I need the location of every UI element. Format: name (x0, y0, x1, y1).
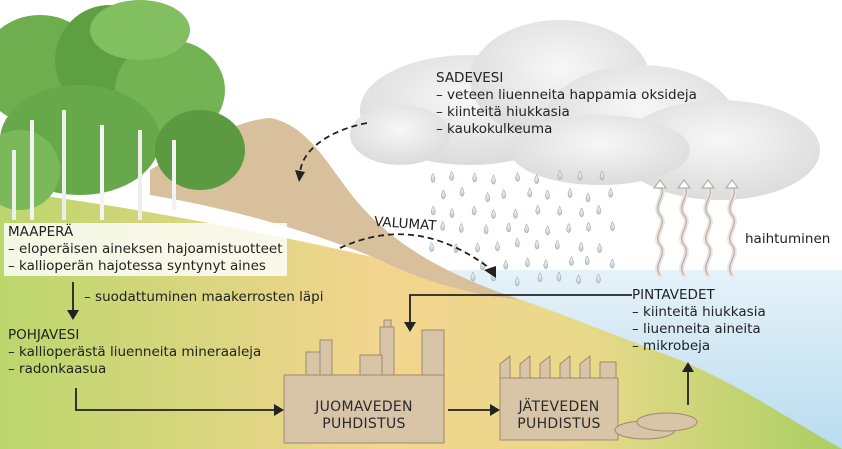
rain-drop (557, 169, 563, 180)
sadevesi-item: – kaukokulkeuma (436, 121, 553, 137)
arrow-pintavedet-juomavesi (409, 294, 632, 325)
rain-drop (569, 255, 574, 266)
rain-drop (524, 223, 529, 234)
rain-drop (471, 205, 477, 216)
rain-drop (514, 276, 520, 287)
rain-drop (577, 170, 583, 181)
rain-drop (556, 271, 562, 282)
maapera-item: – kallioperän hajotessa syntynyt aines (8, 258, 266, 274)
sadevesi-item: – kiinteitä hiukkasia (436, 104, 570, 120)
rain-drop (430, 172, 436, 183)
rain-drop (458, 222, 464, 233)
rain-drop (567, 188, 573, 199)
rain-drop (483, 224, 489, 235)
pintavedet-item: – liuenneita aineita (632, 321, 761, 337)
juomavesi-line1: JUOMAVEDEN (315, 399, 413, 415)
evaporation-wave-outlines (652, 179, 740, 276)
sadevesi-item: – veteen liuenneita happamia oksideja (436, 87, 697, 103)
jatevesi-line1: JÄTEVEDEN (518, 399, 600, 415)
pintavedet-item: – mikrobeja (632, 338, 711, 354)
rain-drop (609, 258, 615, 269)
rain-cloud (350, 20, 820, 200)
rain-drop (449, 170, 454, 181)
rain-drop (495, 241, 500, 252)
jatevesi-line2: PUHDISTUS (517, 416, 601, 432)
maapera-item: – eloperäisen aineksen hajoamistuotteet (8, 241, 283, 257)
flow-arrows (72, 122, 689, 411)
rain-drop (585, 192, 591, 203)
rain-drop (501, 189, 507, 200)
rain-drop (554, 239, 560, 250)
rain-drop (525, 257, 530, 268)
rain-drop (515, 237, 520, 248)
rain-drop (534, 174, 540, 185)
rain-drop (503, 259, 509, 270)
rain-drop (597, 243, 602, 254)
label-jateveden-puhdistus: JÄTEVEDEN PUHDISTUS (500, 399, 618, 433)
rain-drop (506, 222, 512, 233)
drinking-water-plant (283, 319, 445, 444)
label-sadevesi: SADEVESI – veteen liuenneita happamia ok… (436, 70, 697, 138)
rain-drop (534, 239, 540, 250)
rain-drop (608, 187, 613, 198)
arrow-valumat (339, 233, 493, 271)
rain-drop (491, 174, 496, 185)
label-suodattuminen: – suodattuminen maakerrosten läpi (84, 289, 324, 305)
rain-drop (578, 241, 584, 252)
rain-drops (429, 169, 615, 287)
rain-drop (527, 187, 533, 198)
rain-drop (584, 255, 590, 266)
rain-drop (543, 259, 549, 270)
label-pohjavesi: POHJAVESI – kallioperästä liuenneita min… (8, 327, 261, 378)
pohjavesi-title: POHJAVESI (8, 327, 80, 343)
pohjavesi-item: – kallioperästä liuenneita mineraaleja (8, 344, 262, 360)
rain-drop (576, 274, 581, 285)
wastewater-plant (499, 354, 698, 441)
rain-drop (515, 171, 520, 182)
label-juomaveden-puhdistus: JUOMAVEDEN PUHDISTUS (284, 399, 444, 433)
pohjavesi-item: – radonkaasua (8, 361, 107, 377)
rain-drop (545, 225, 550, 236)
rain-drop (545, 189, 550, 200)
rain-drop (475, 242, 480, 253)
rain-drop (513, 208, 518, 219)
rain-drop (449, 208, 455, 218)
rain-drop (599, 170, 605, 181)
rain-drop (429, 241, 434, 252)
birch-forest (0, 0, 245, 220)
rain-drop (459, 186, 465, 197)
rain-drop (610, 221, 615, 232)
rain-drop (441, 189, 446, 200)
maapera-title: MAAPERÄ (8, 224, 74, 240)
juomavesi-line2: PUHDISTUS (322, 416, 406, 432)
label-maapera: MAAPERÄ – eloperäisen aineksen hajoamist… (4, 223, 287, 276)
rain-drop (430, 205, 436, 216)
arrow-rain-to-land (299, 122, 368, 176)
sadevesi-title: SADEVESI (436, 70, 504, 86)
rain-drop (537, 272, 543, 283)
rain-drop (491, 208, 496, 219)
pintavedet-title: PINTAVEDET (632, 287, 715, 303)
rain-drop (596, 273, 601, 284)
rain-drop (566, 223, 572, 233)
rain-drop (470, 271, 476, 282)
rain-drop (586, 221, 591, 232)
label-pintavedet: PINTAVEDET – kiinteitä hiukkasia – liuen… (632, 287, 766, 355)
label-haihtuminen: haihtuminen (745, 231, 831, 247)
rain-drop (535, 204, 541, 215)
soil-ridge (150, 118, 520, 300)
rain-drop (596, 204, 602, 215)
rain-drop (472, 172, 477, 183)
rain-drop (440, 220, 446, 231)
rain-drop (485, 192, 490, 203)
arrow-pohjavesi-juomavesi (75, 388, 275, 411)
arrow-heads (67, 170, 694, 416)
rain-drop (557, 205, 562, 216)
pintavedet-item: – kiinteitä hiukkasia (632, 304, 766, 320)
rain-drop (579, 207, 584, 218)
